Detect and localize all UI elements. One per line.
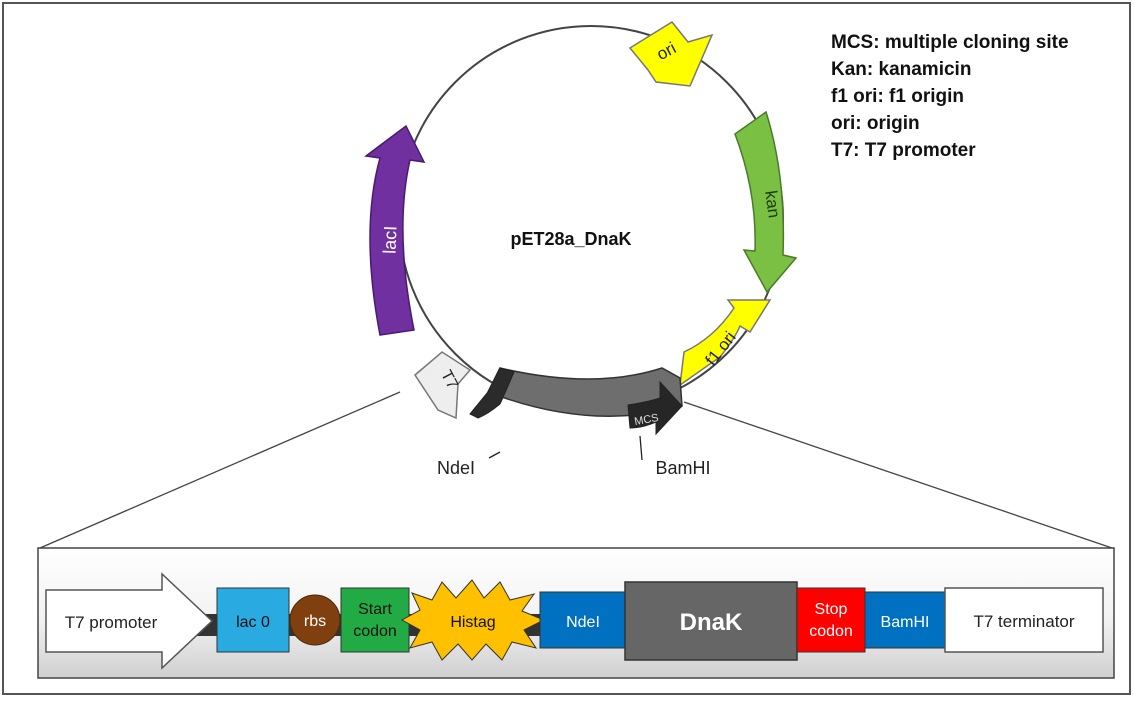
laci-label: lacI — [380, 225, 401, 254]
rbs-label: rbs — [304, 613, 326, 630]
bamhi-block-label: BamHI — [881, 614, 930, 631]
f1-ori-feature: f1 ori — [679, 299, 772, 387]
f1-ori-arrow — [679, 299, 772, 387]
legend-line-kan: Kan: kanamicin — [831, 59, 971, 80]
dnak-feature: DnaK MCS — [469, 367, 683, 442]
stop-codon-label-line1: Stop — [815, 601, 848, 618]
t7-terminator-label: T7 terminator — [973, 612, 1074, 631]
ndei-end-block — [469, 367, 515, 419]
ori-feature: ori — [628, 21, 714, 87]
legend-line-mcs: MCS: multiple cloning site — [831, 32, 1069, 53]
legend-line-f1ori: f1 ori: f1 origin — [831, 86, 964, 107]
dnak-block — [624, 581, 798, 661]
start-codon-label-line1: Start — [358, 601, 392, 618]
start-codon-label-line2: codon — [353, 623, 397, 640]
lac0-label: lac 0 — [236, 614, 270, 631]
ori-arrow — [628, 21, 714, 87]
cassette-t7-promoter: T7 promoter — [45, 572, 214, 670]
kan-label: kan — [761, 189, 784, 219]
zoom-line-left — [39, 391, 401, 549]
histag-starburst — [400, 579, 546, 661]
laci-arrow — [364, 124, 426, 336]
kan-arrow — [734, 110, 798, 294]
t7-promoter-label: T7 promoter — [65, 613, 158, 632]
legend-line-ori: ori: origin — [831, 113, 920, 134]
legend-line-t7: T7: T7 promoter — [831, 140, 976, 161]
ndei-site-label: NdeI — [437, 458, 475, 478]
stop-codon-label-line2: codon — [809, 623, 853, 640]
t7-arrow — [414, 351, 472, 420]
plasmid-name: pET28a_DnaK — [510, 229, 631, 249]
bamhi-block — [864, 591, 946, 649]
lac0-block — [216, 587, 290, 653]
legend: MCS: multiple cloning site Kan: kanamici… — [831, 32, 1069, 161]
t7-terminator-block — [944, 587, 1104, 653]
bamhi-site-label: BamHI — [655, 458, 710, 478]
bamhi-site-line — [639, 435, 643, 461]
start-codon-block — [340, 587, 410, 653]
kan-feature: kan — [734, 110, 798, 294]
dnak-block-label: DnaK — [680, 609, 743, 636]
zoom-line-right — [683, 401, 1113, 549]
histag-label: Histag — [450, 614, 495, 631]
t7-label: T7 — [437, 368, 461, 393]
t7-feature: T7 — [414, 351, 472, 420]
stop-codon-block — [796, 587, 866, 653]
ndei-block — [539, 591, 627, 649]
laci-feature: lacI — [364, 124, 426, 336]
mcs-end-block — [627, 380, 683, 436]
dnak-circle-label: DnaK — [551, 422, 596, 442]
mcs-label: MCS — [633, 412, 659, 428]
rbs-circle — [289, 594, 341, 646]
ndei-block-label: NdeI — [566, 614, 600, 631]
t7-promoter-arrow — [45, 572, 214, 670]
ndei-site-line — [488, 451, 501, 459]
